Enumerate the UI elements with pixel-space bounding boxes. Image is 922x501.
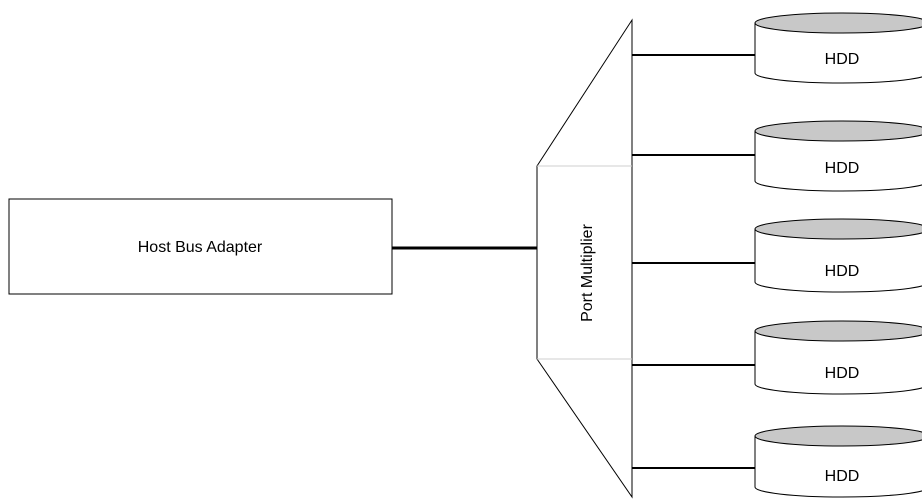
hdd-top [754, 120, 922, 142]
hdd-label: HDD [825, 365, 860, 382]
hdd-top [754, 320, 922, 342]
port-multiplier-label: Port Multiplier [579, 223, 596, 321]
hdd-drive: HDD [754, 218, 922, 293]
hdd-top [754, 425, 922, 447]
host-bus-adapter-box [8, 198, 393, 295]
hdd-label: HDD [825, 160, 860, 177]
hdd-drive: HDD [754, 425, 922, 498]
host-bus-adapter: Host Bus Adapter [8, 198, 393, 295]
port-multiplier: Port Multiplier [536, 18, 633, 499]
hdd-drive: HDD [754, 120, 922, 192]
hdd-drive: HDD [754, 320, 922, 395]
drive-links [632, 54, 755, 469]
host-bus-adapter-label: Host Bus Adapter [138, 239, 263, 256]
hdd-label: HDD [825, 263, 860, 280]
hdd-label: HDD [825, 468, 860, 485]
hdd-top [754, 12, 922, 34]
hdd-label: HDD [825, 51, 860, 68]
hdd-drive: HDD [754, 12, 922, 84]
hdd-top [754, 218, 922, 240]
